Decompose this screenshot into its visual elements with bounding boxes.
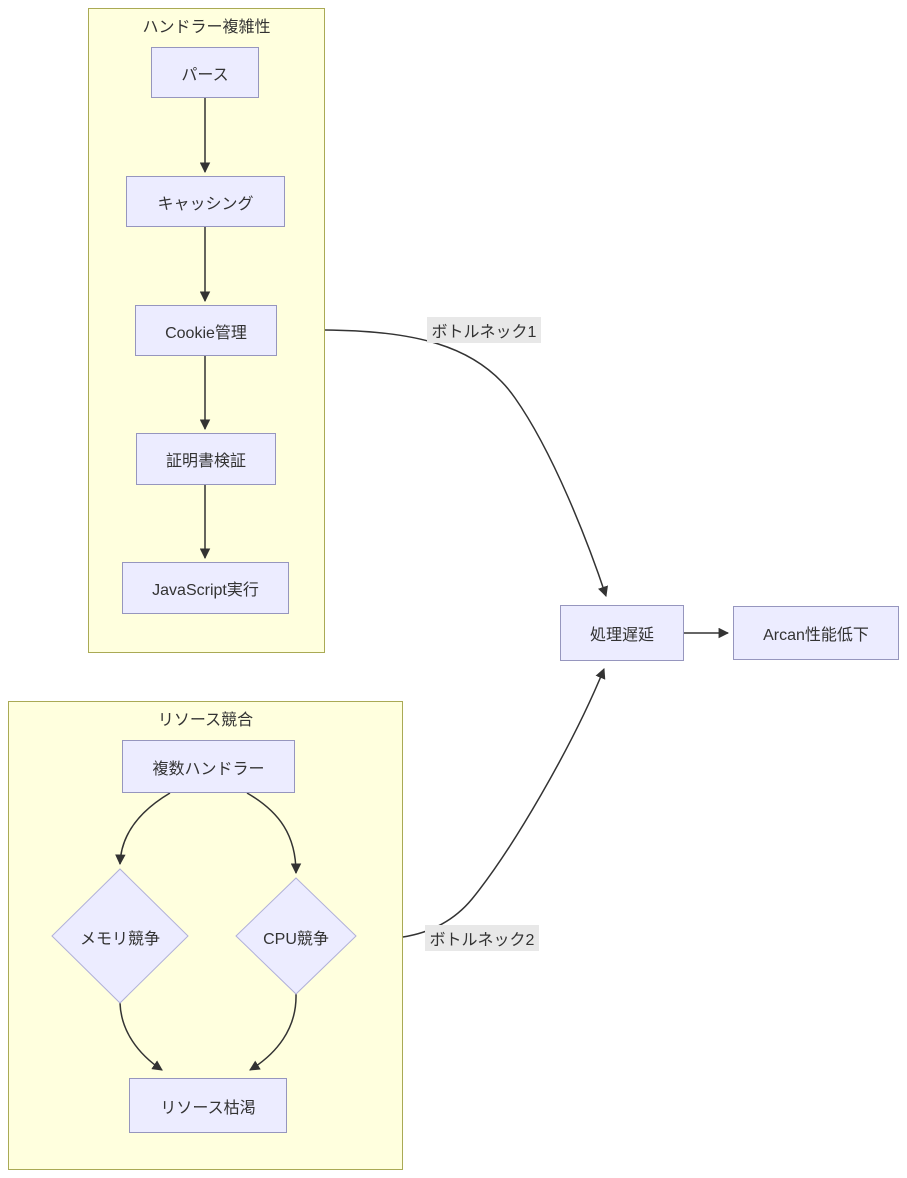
node-parse: パース: [151, 47, 259, 98]
edge-bottleneck1: [324, 329, 608, 597]
node-memory-contention: メモリ競争: [79, 930, 160, 948]
edge-label-bottleneck2: ボトルネック2: [425, 925, 539, 951]
node-certificate-verification: 証明書検証: [136, 433, 276, 485]
node-resource-depletion: リソース枯渇: [129, 1078, 287, 1133]
node-cookie-management: Cookie管理: [135, 305, 277, 356]
node-javascript-execution: JavaScript実行: [122, 562, 289, 614]
cluster-title-resource-contention: リソース競合: [157, 712, 254, 729]
node-arcan-performance-degradation: Arcan性能低下: [733, 606, 899, 660]
node-cpu-contention: CPU競争: [263, 930, 329, 948]
cluster-title-handler-complexity: ハンドラー複雑性: [142, 19, 271, 36]
edge-bottleneck2: [402, 668, 606, 938]
node-multiple-handlers: 複数ハンドラー: [122, 740, 295, 793]
node-processing-delay: 処理遅延: [560, 605, 684, 661]
node-caching: キャッシング: [126, 176, 285, 227]
edge-label-bottleneck1: ボトルネック1: [427, 317, 541, 343]
